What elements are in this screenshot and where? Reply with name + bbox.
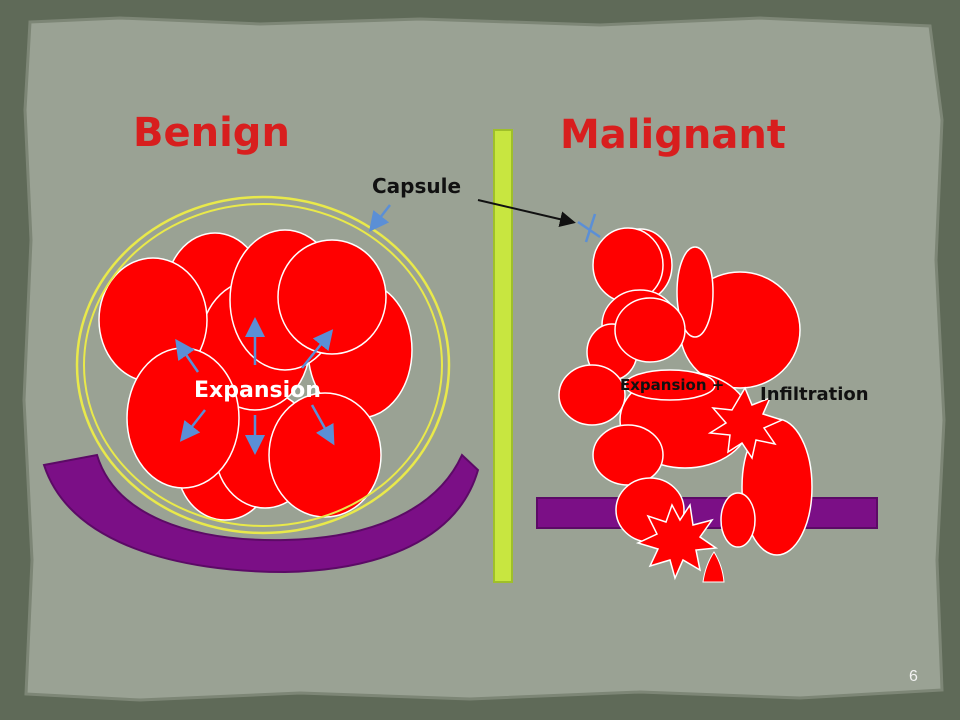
- malignant-title: Malignant: [560, 112, 786, 158]
- benign-basement-membrane: [42, 453, 480, 574]
- infiltration-burst-icon: [707, 386, 785, 460]
- arrow-icon: [179, 409, 206, 442]
- absent-capsule-x-icon: [577, 213, 601, 243]
- infiltration-label: Infiltration: [760, 384, 869, 405]
- cell: [720, 492, 756, 548]
- benign-expansion-label: Expansion: [194, 378, 321, 403]
- expansion-arrows: [175, 317, 335, 455]
- malignant-expansion-label: Expansion +: [620, 376, 724, 394]
- cell: [624, 369, 716, 401]
- cell: [592, 424, 664, 486]
- page-number: 6: [909, 668, 918, 685]
- benign-title: Benign: [133, 110, 290, 156]
- cell: [126, 347, 240, 489]
- malignant-cell-cluster: [558, 227, 813, 556]
- arrow-icon: [310, 404, 335, 446]
- arrow-icon: [301, 329, 334, 369]
- capsule-ring: [75, 195, 451, 535]
- invading-cell-tip: [702, 551, 725, 583]
- cell: [558, 364, 626, 426]
- cell: [277, 239, 387, 355]
- capsule-pointer-arrow: [368, 204, 391, 232]
- slide-panel: [22, 16, 946, 702]
- cell: [614, 297, 686, 363]
- divider-bar: [493, 129, 513, 583]
- cell: [676, 246, 714, 338]
- arrow-icon: [175, 338, 200, 373]
- capsule-label: Capsule: [372, 174, 461, 198]
- malignant-basement-membrane: [536, 497, 878, 529]
- capsule-to-malignant-arrow: [477, 199, 576, 228]
- infiltration-burst-icon: [635, 502, 719, 581]
